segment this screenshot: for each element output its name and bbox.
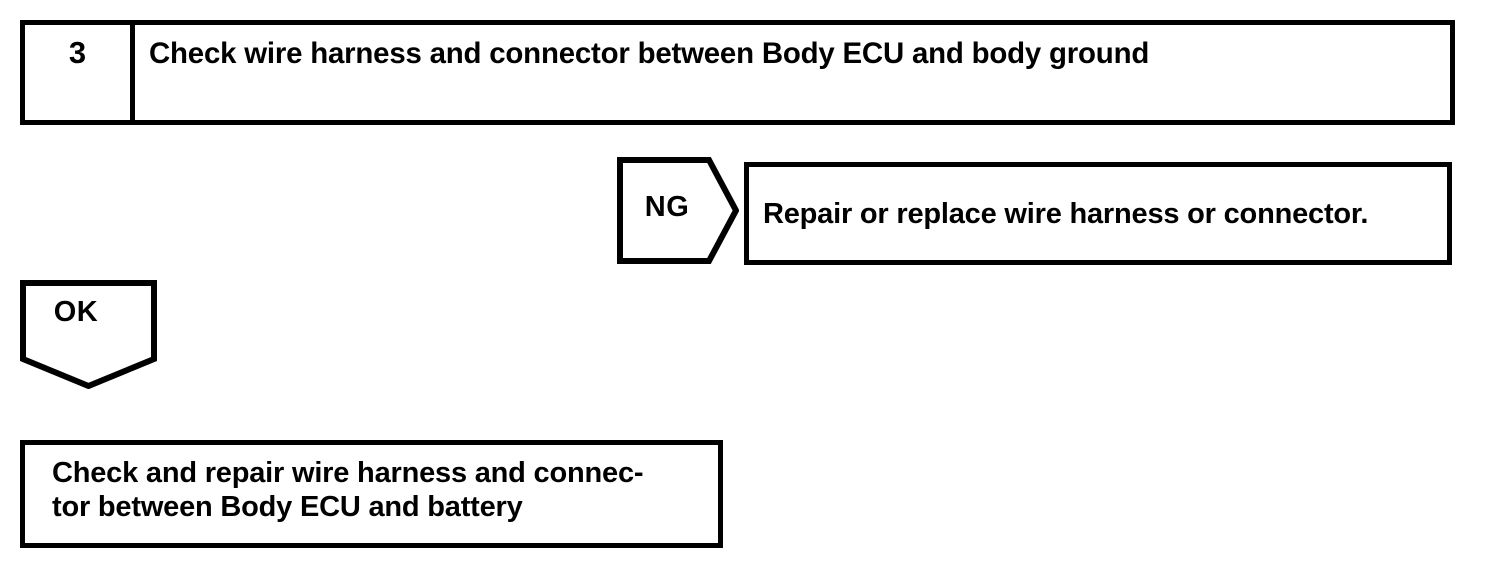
ok-result-line-1: Check and repair wire harness and connec… [52,457,644,489]
step-box: 3 Check wire harness and connector betwe… [20,20,1455,125]
ok-result-box: Check and repair wire harness and connec… [20,440,723,548]
ok-result-line-2: tor between Body ECU and battery [52,490,523,523]
ng-arrow-shape [617,157,739,264]
ng-result-text: Repair or replace wire harness or connec… [763,198,1369,231]
ok-arrow-shape [20,280,157,389]
ng-branch-label: NG [644,191,690,223]
step-title: Check wire harness and connector between… [149,37,1150,70]
step-number: 3 [68,35,87,70]
ok-branch-label: OK [53,296,99,328]
step-number-cell: 3 [25,25,135,120]
ng-result-box: Repair or replace wire harness or connec… [744,162,1452,265]
step-title-cell: Check wire harness and connector between… [135,25,1450,120]
